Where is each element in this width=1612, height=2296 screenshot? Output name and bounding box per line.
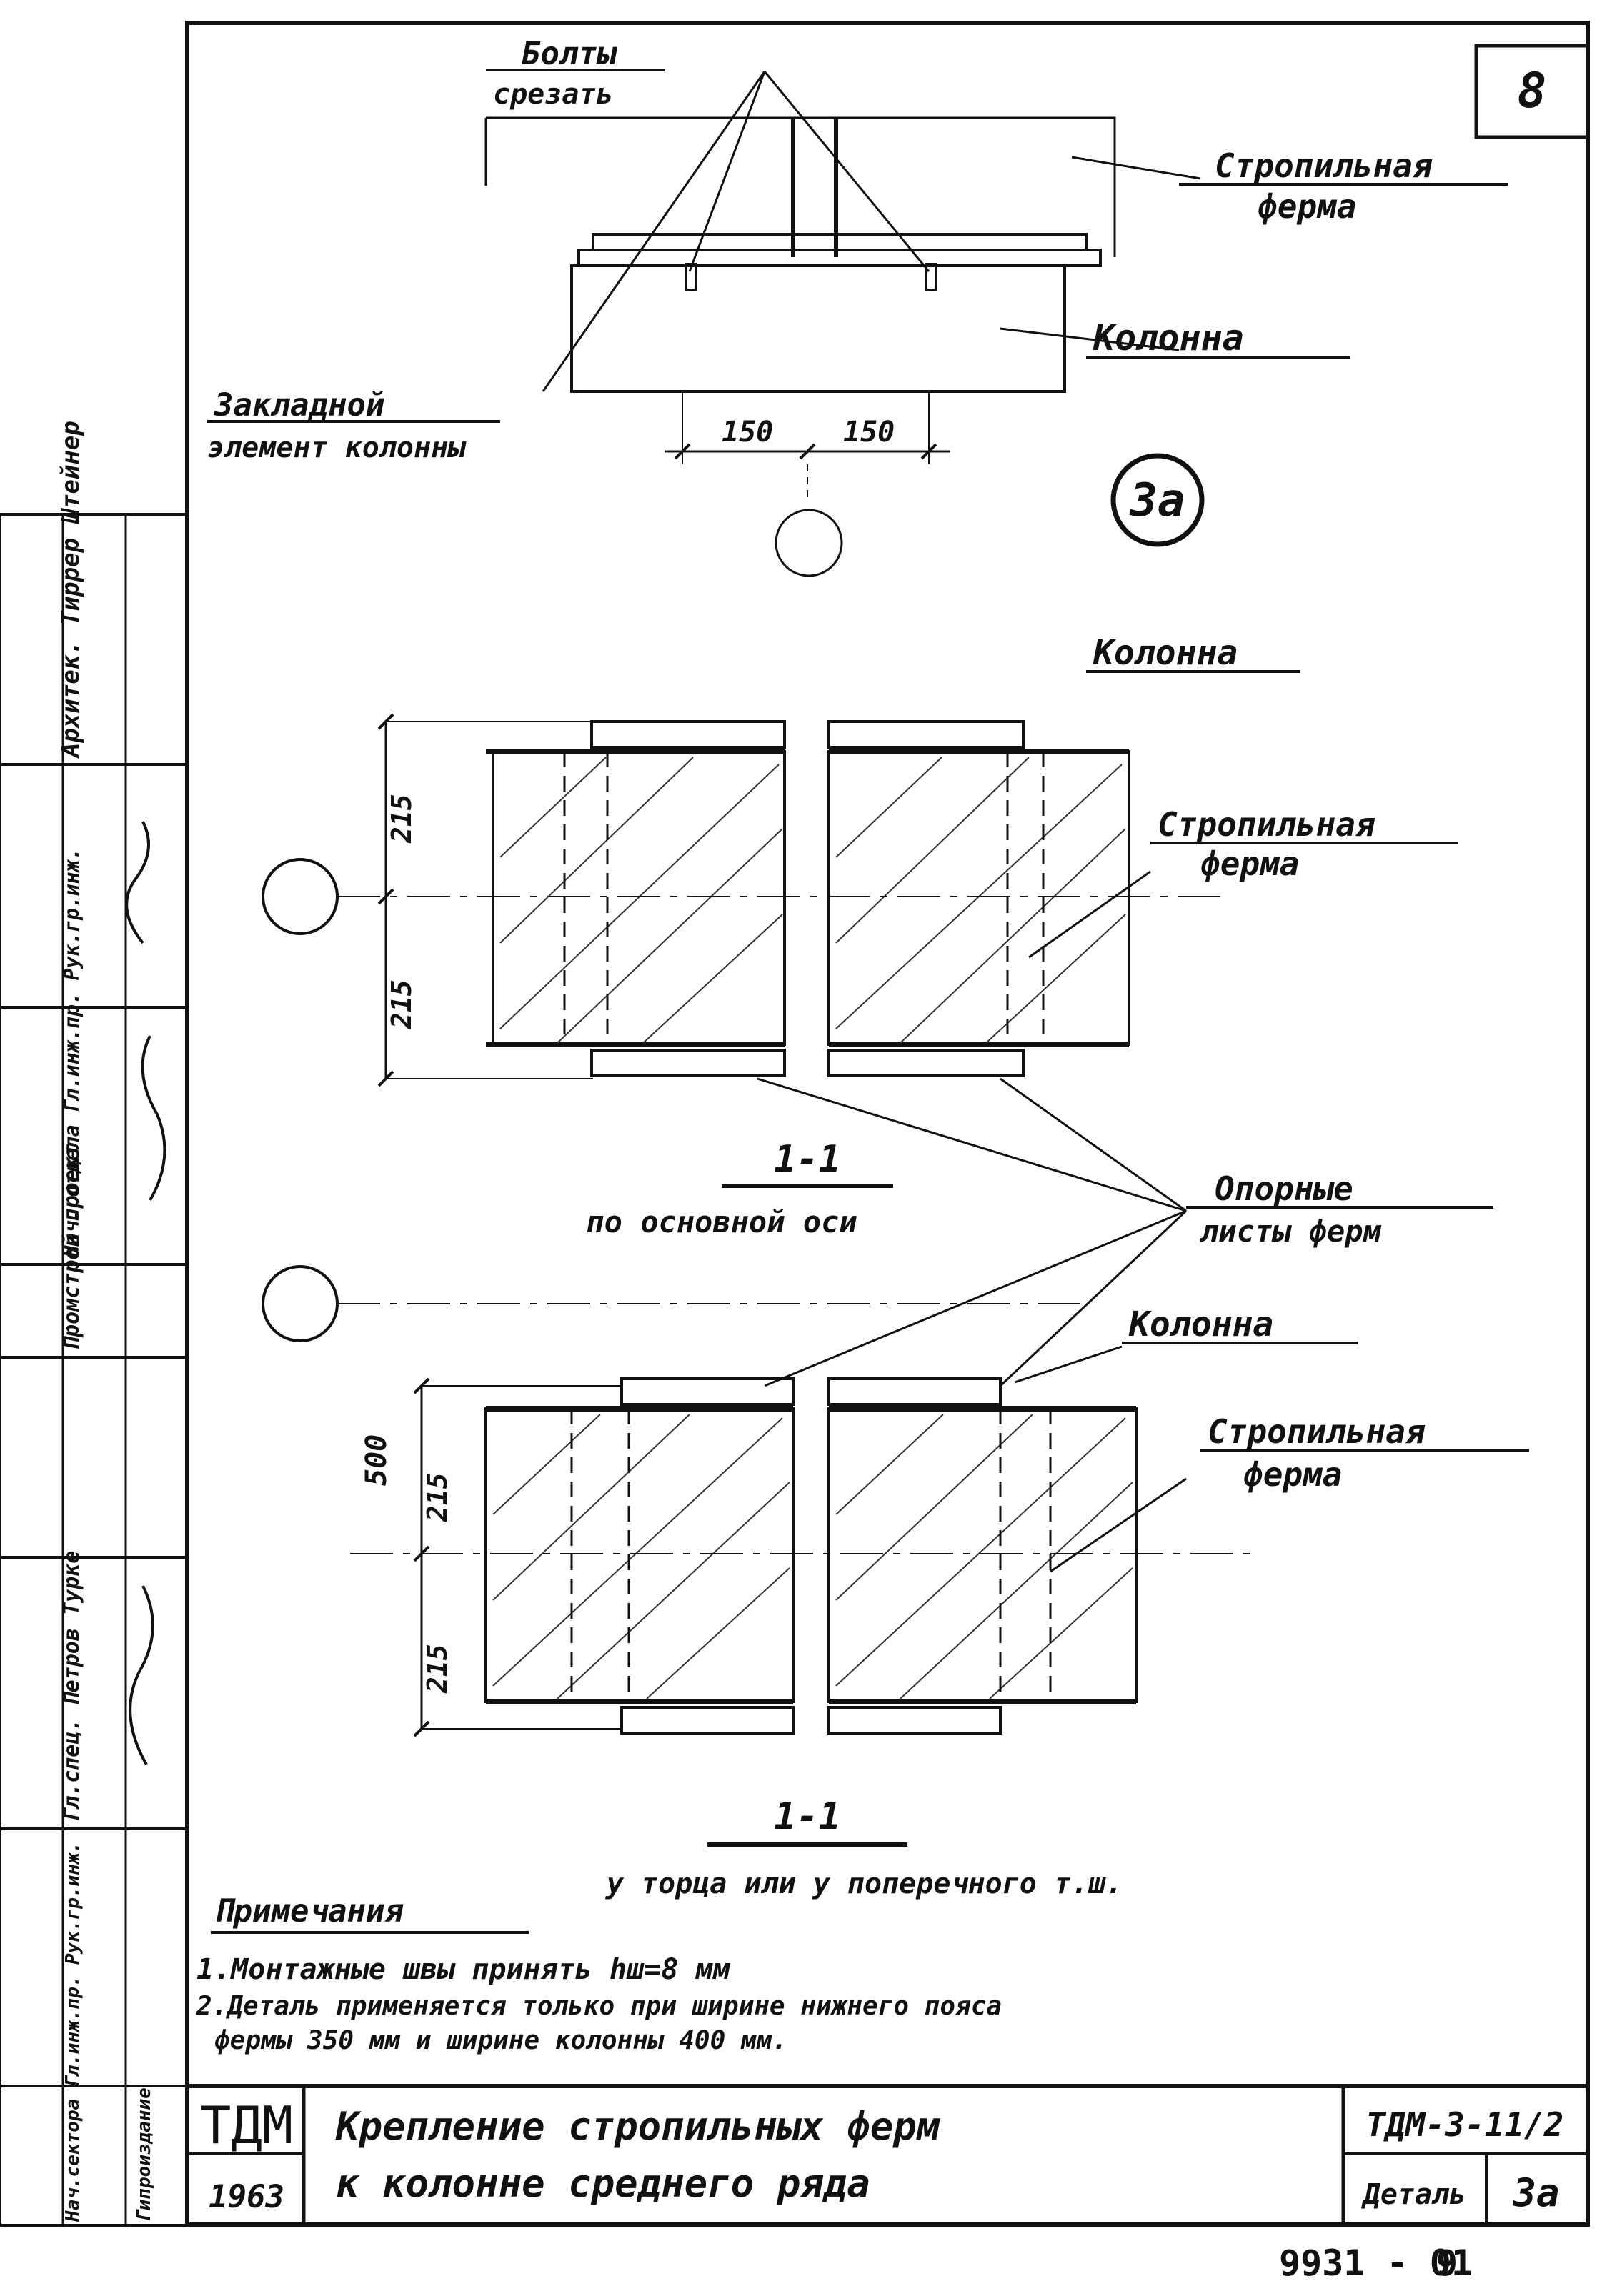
title-org: ТДМ: [200, 2095, 293, 2155]
notes: Примечания 1.Монтажные швы принять hш=8 …: [196, 1893, 1002, 2055]
support-plates-callout: Опорные листы ферм: [757, 1077, 1493, 1387]
detail-mark-circle: [1110, 453, 1205, 547]
side-stamp-cell-6: Гипроиздание: [134, 2087, 155, 2222]
label-truss-top-line1: Стропильная: [1215, 146, 1433, 185]
column-top: [570, 264, 1066, 393]
label-column-s2: Колонна: [1128, 1304, 1273, 1344]
label-truss-top-line2: ферма: [1258, 187, 1356, 226]
title-line-2: к колонне среднего ряда: [336, 2161, 870, 2206]
sheet-number: 8: [1518, 63, 1547, 119]
axis-bubble-s2: [262, 1265, 339, 1342]
title-detail-label: Деталь: [1361, 2178, 1467, 2211]
section-1-end: Колонна: [262, 1265, 1529, 1900]
bottom-page: 9: [1436, 2242, 1458, 2284]
column-right-s1: [827, 750, 1130, 1046]
side-stamp-cell-2: Нач. отдела Гл.инж.пр. Рук.гр.инж.: [60, 848, 84, 1258]
dim-s1-bottom: 215: [386, 979, 417, 1029]
detail-mark-label: 3а: [1129, 474, 1185, 527]
label-bolts-line2: срезать: [493, 78, 614, 111]
section-1-main-axis: Колонна: [262, 633, 1458, 1239]
notes-heading: Примечания: [214, 1893, 404, 1930]
notes-line-3: фермы 350 мм и ширине колонны 400 мм.: [214, 2026, 787, 2055]
label-plates-line2: листы ферм: [1200, 1214, 1382, 1249]
side-stamp-cell-1: Архитек. Тиррер Штейнер: [56, 421, 85, 759]
sheet-number-box: 8: [1474, 44, 1590, 139]
axis-bubble-s1: [262, 858, 339, 935]
title-year: 1963: [209, 2179, 284, 2215]
side-stamp: Архитек. Тиррер Штейнер Нач. отдела Гл.и…: [0, 421, 189, 2227]
section2-subtitle: у торца или у поперечного т.ш.: [605, 1867, 1123, 1900]
dim-s2-top: 215: [422, 1472, 453, 1522]
label-embed-line2: элемент колонны: [207, 431, 467, 464]
bottom-code: 9931 - 01: [1279, 2242, 1473, 2284]
label-truss-s2-line1: Стропильная: [1208, 1412, 1426, 1451]
title-line-1: Крепление стропильных ферм: [335, 2104, 941, 2149]
dim-s2-total: 500: [360, 1434, 393, 1486]
label-column-top: Колонна: [1093, 317, 1244, 359]
label-truss-s2-line2: ферма: [1243, 1455, 1342, 1494]
title-block: ТДМ 1963 Крепление стропильных ферм к ко…: [187, 2084, 1588, 2225]
label-truss-s1-line2: ферма: [1200, 844, 1299, 883]
column-left-s2: [484, 1407, 795, 1703]
label-column-s1: Колонна: [1093, 633, 1238, 673]
top-view: Болты срезать Стропильная ферма Колонна …: [207, 36, 1508, 577]
title-code: ТДМ-3-11/2: [1366, 2105, 1564, 2144]
label-bolts-line1: Болты: [522, 36, 618, 72]
column-left-s1: [492, 750, 786, 1046]
section1-title: 1-1: [774, 1138, 841, 1181]
notes-line-2: 2.Деталь применяется только при ширине н…: [196, 1992, 1002, 2021]
label-plates-line1: Опорные: [1215, 1169, 1353, 1208]
side-stamp-cell-4: Гл.спец. Петров Турке: [59, 1551, 84, 1822]
section2-title: 1-1: [774, 1795, 841, 1838]
signature-mark: [125, 821, 166, 1765]
dim-top-left: 150: [722, 416, 773, 449]
side-stamp-cell-3: Промстрой проект: [59, 1144, 84, 1350]
side-stamp-cell-5: Нач.сектора Гл.инж.пр. Рук.гр.инж.: [62, 1842, 84, 2222]
label-truss-s1-line1: Стропильная: [1158, 805, 1375, 844]
dim-s1-top: 215: [386, 794, 417, 844]
label-embed-line1: Закладной: [214, 387, 384, 424]
axis-bubble-top: [775, 509, 843, 577]
column-right-s2: [827, 1407, 1138, 1703]
dim-s2-bottom: 215: [422, 1644, 453, 1694]
notes-line-1: 1.Монтажные швы принять hш=8 мм: [196, 1953, 730, 1986]
title-detail-value: 3а: [1512, 2170, 1559, 2215]
section1-subtitle: по основной оси: [586, 1204, 857, 1239]
dim-top-right: 150: [843, 416, 895, 449]
